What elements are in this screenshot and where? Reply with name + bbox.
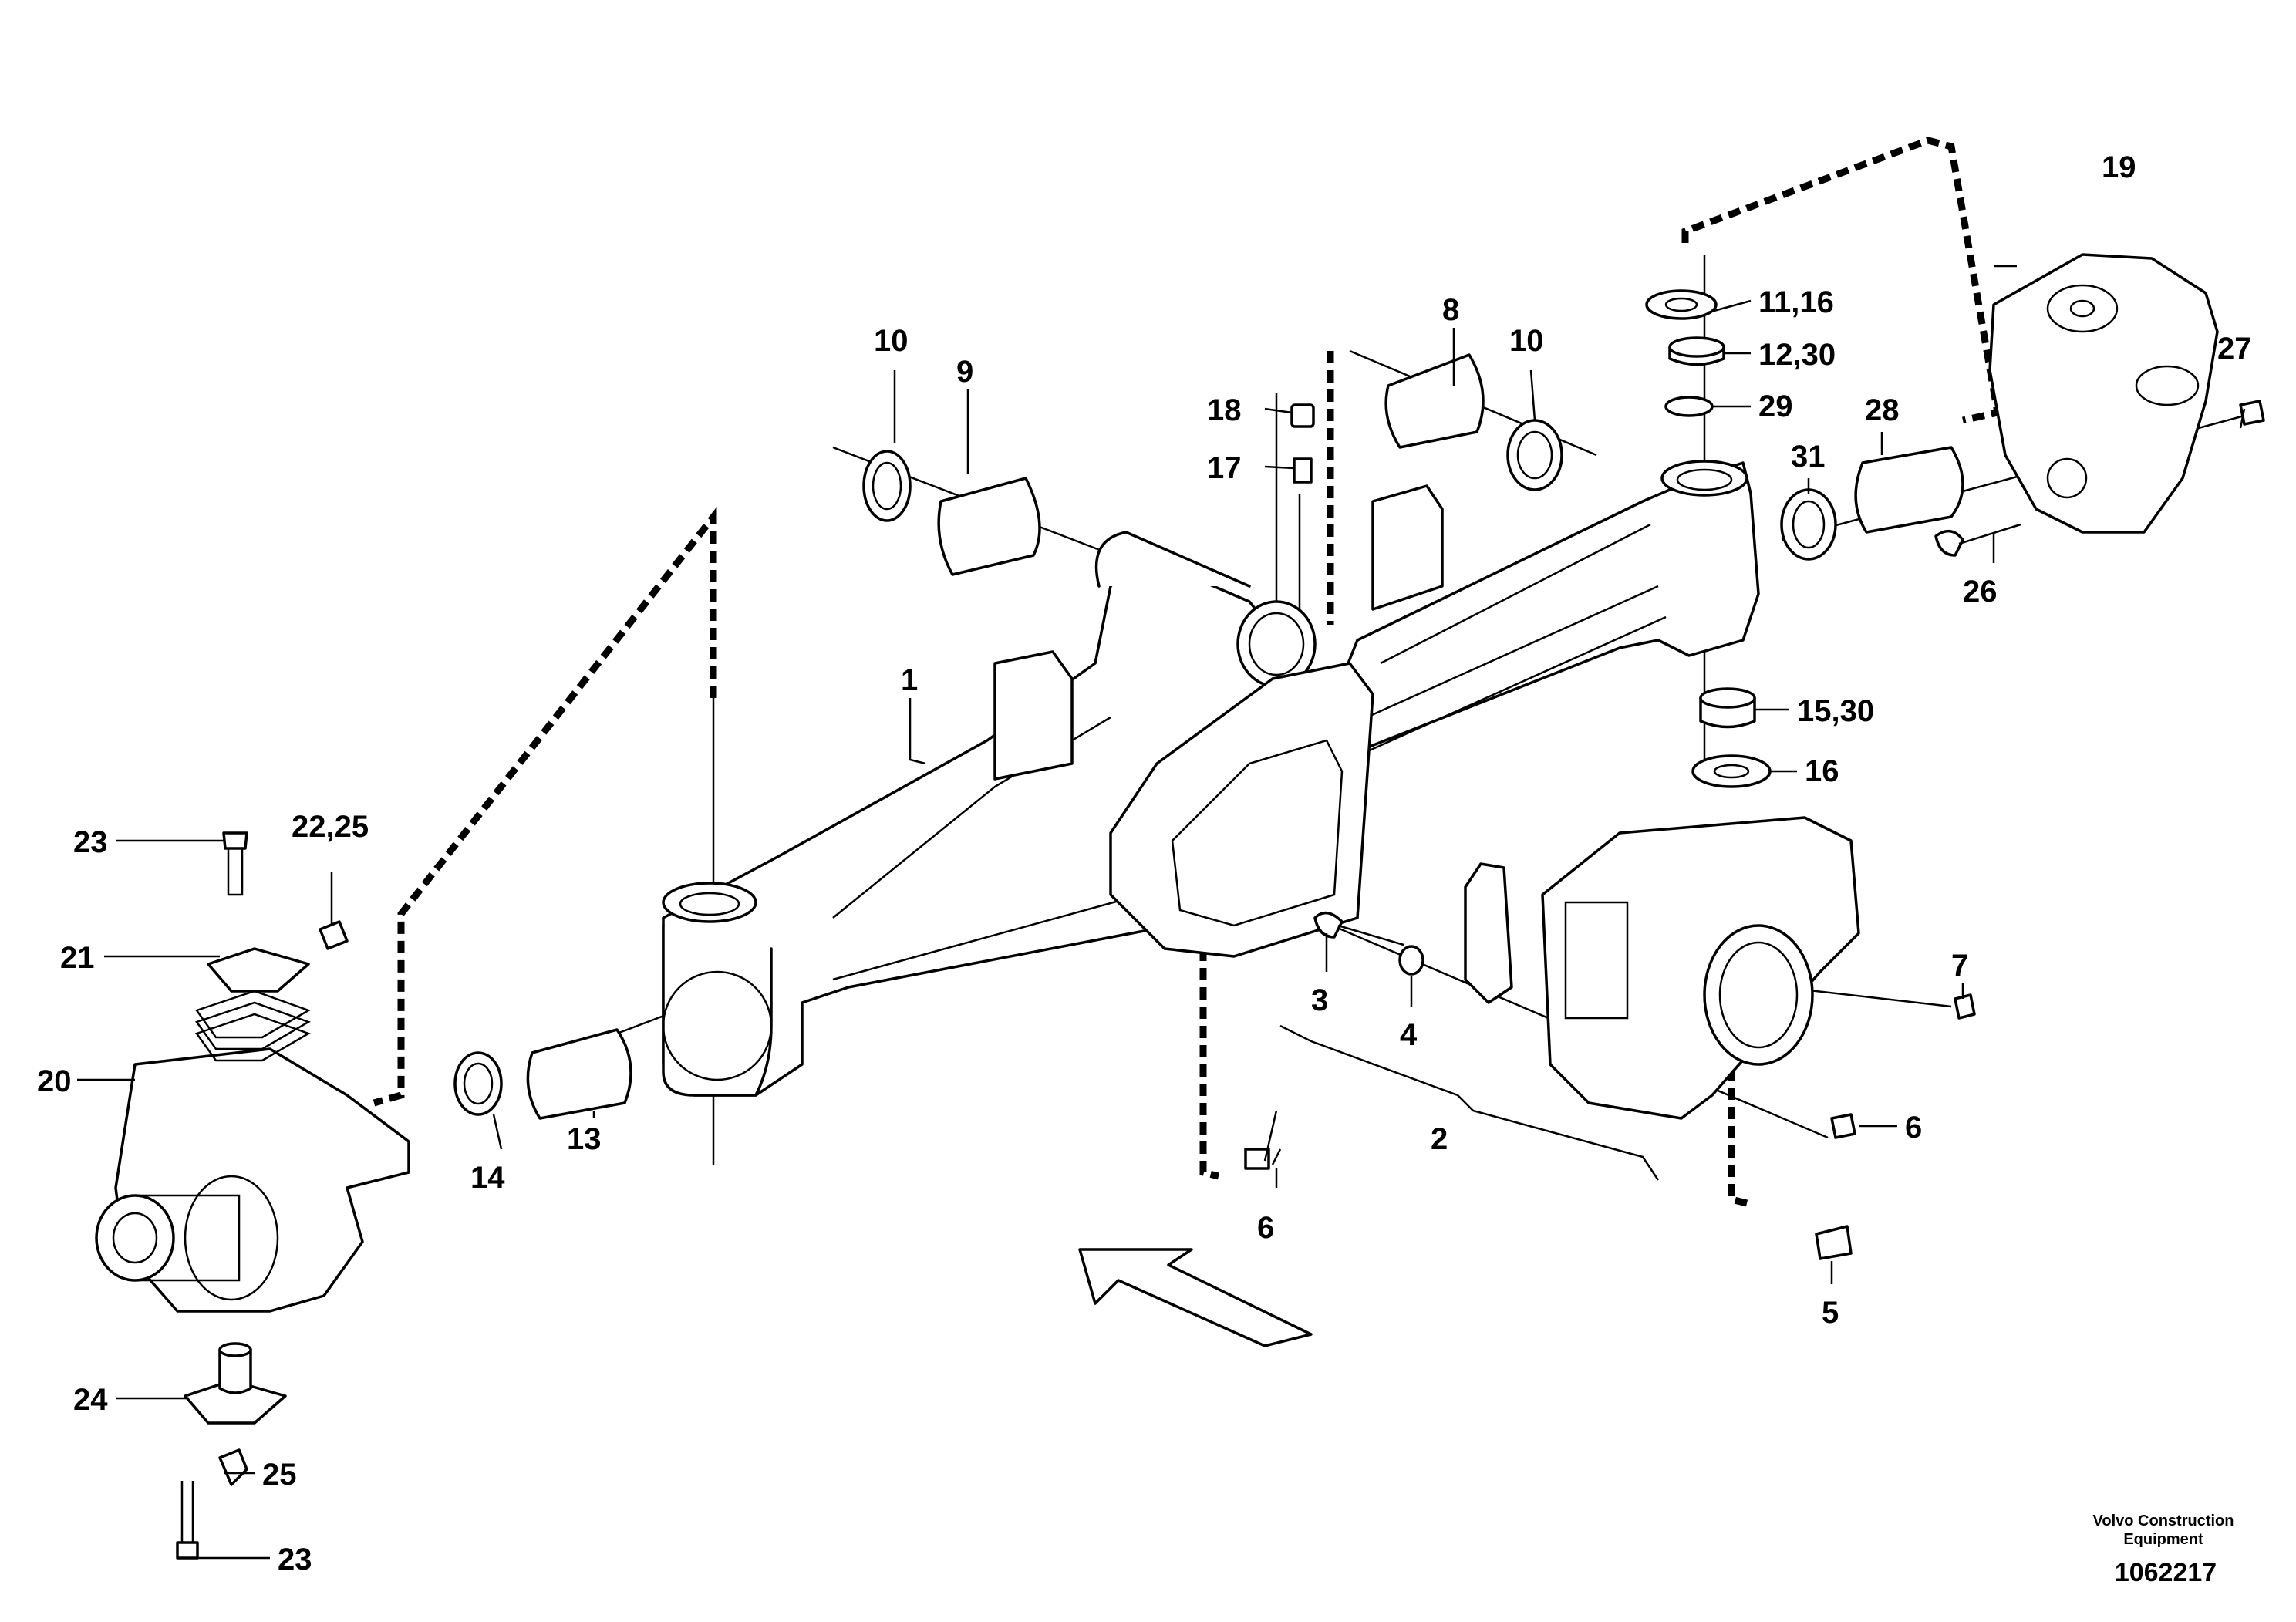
document-number: 1062217 [2115, 1558, 2217, 1587]
label-part-24: 24 [73, 1383, 108, 1417]
differential-housing [1464, 816, 1860, 1120]
label-part-22-25: 22,25 [292, 810, 369, 844]
label-part-14: 14 [470, 1161, 505, 1195]
label-part-9: 9 [956, 355, 973, 389]
label-part-12-30: 12,30 [1758, 338, 1836, 372]
label-part-21: 21 [60, 941, 95, 975]
label-part-3: 3 [1311, 983, 1328, 1017]
direction-arrow [1078, 1248, 1313, 1347]
left-steering-knuckle [95, 1047, 410, 1313]
callout-labels: 1 2 3 4 5 6 6 7 8 9 10 10 11,16 12,30 13… [37, 150, 2252, 1576]
label-part-1: 1 [901, 663, 918, 697]
label-part-2: 2 [1431, 1122, 1448, 1156]
axle-beam [662, 460, 1760, 1097]
footer-block: Volvo Construction Equipment 1062217 [2093, 1512, 2234, 1587]
fasteners [176, 400, 2265, 1560]
label-part-11-16: 11,16 [1758, 285, 1834, 319]
label-part-20: 20 [37, 1064, 72, 1098]
label-part-16: 16 [1805, 754, 1839, 788]
label-part-15-30: 15,30 [1797, 694, 1874, 728]
label-part-8: 8 [1442, 293, 1459, 327]
label-part-6-right: 6 [1905, 1111, 1922, 1145]
label-part-19: 19 [2102, 150, 2136, 184]
label-part-28: 28 [1865, 393, 1900, 427]
leader-lines [77, 265, 2246, 1560]
brand-line-1: Volvo Construction [2093, 1512, 2234, 1529]
phantom-lines [373, 137, 2002, 1207]
bushings-and-seals [184, 289, 1964, 1425]
label-part-6-lower: 6 [1257, 1211, 1274, 1245]
label-part-23-bottom: 23 [278, 1543, 312, 1576]
label-part-31: 31 [1791, 440, 1826, 474]
label-part-17: 17 [1207, 451, 1242, 485]
brand-line-2: Equipment [2123, 1531, 2203, 1548]
label-part-4: 4 [1400, 1018, 1418, 1052]
label-part-10-left: 10 [874, 324, 909, 358]
label-part-7: 7 [1951, 949, 1968, 983]
label-part-27: 27 [2217, 332, 2252, 366]
label-part-26: 26 [1963, 575, 1998, 609]
label-part-25: 25 [262, 1458, 297, 1492]
label-part-13: 13 [567, 1122, 602, 1156]
label-part-18: 18 [1207, 393, 1242, 427]
right-steering-knuckle [1988, 253, 2219, 534]
label-part-5: 5 [1822, 1296, 1839, 1330]
label-part-29: 29 [1758, 389, 1793, 423]
label-part-10-right: 10 [1509, 324, 1544, 358]
label-part-23-top: 23 [73, 825, 108, 859]
